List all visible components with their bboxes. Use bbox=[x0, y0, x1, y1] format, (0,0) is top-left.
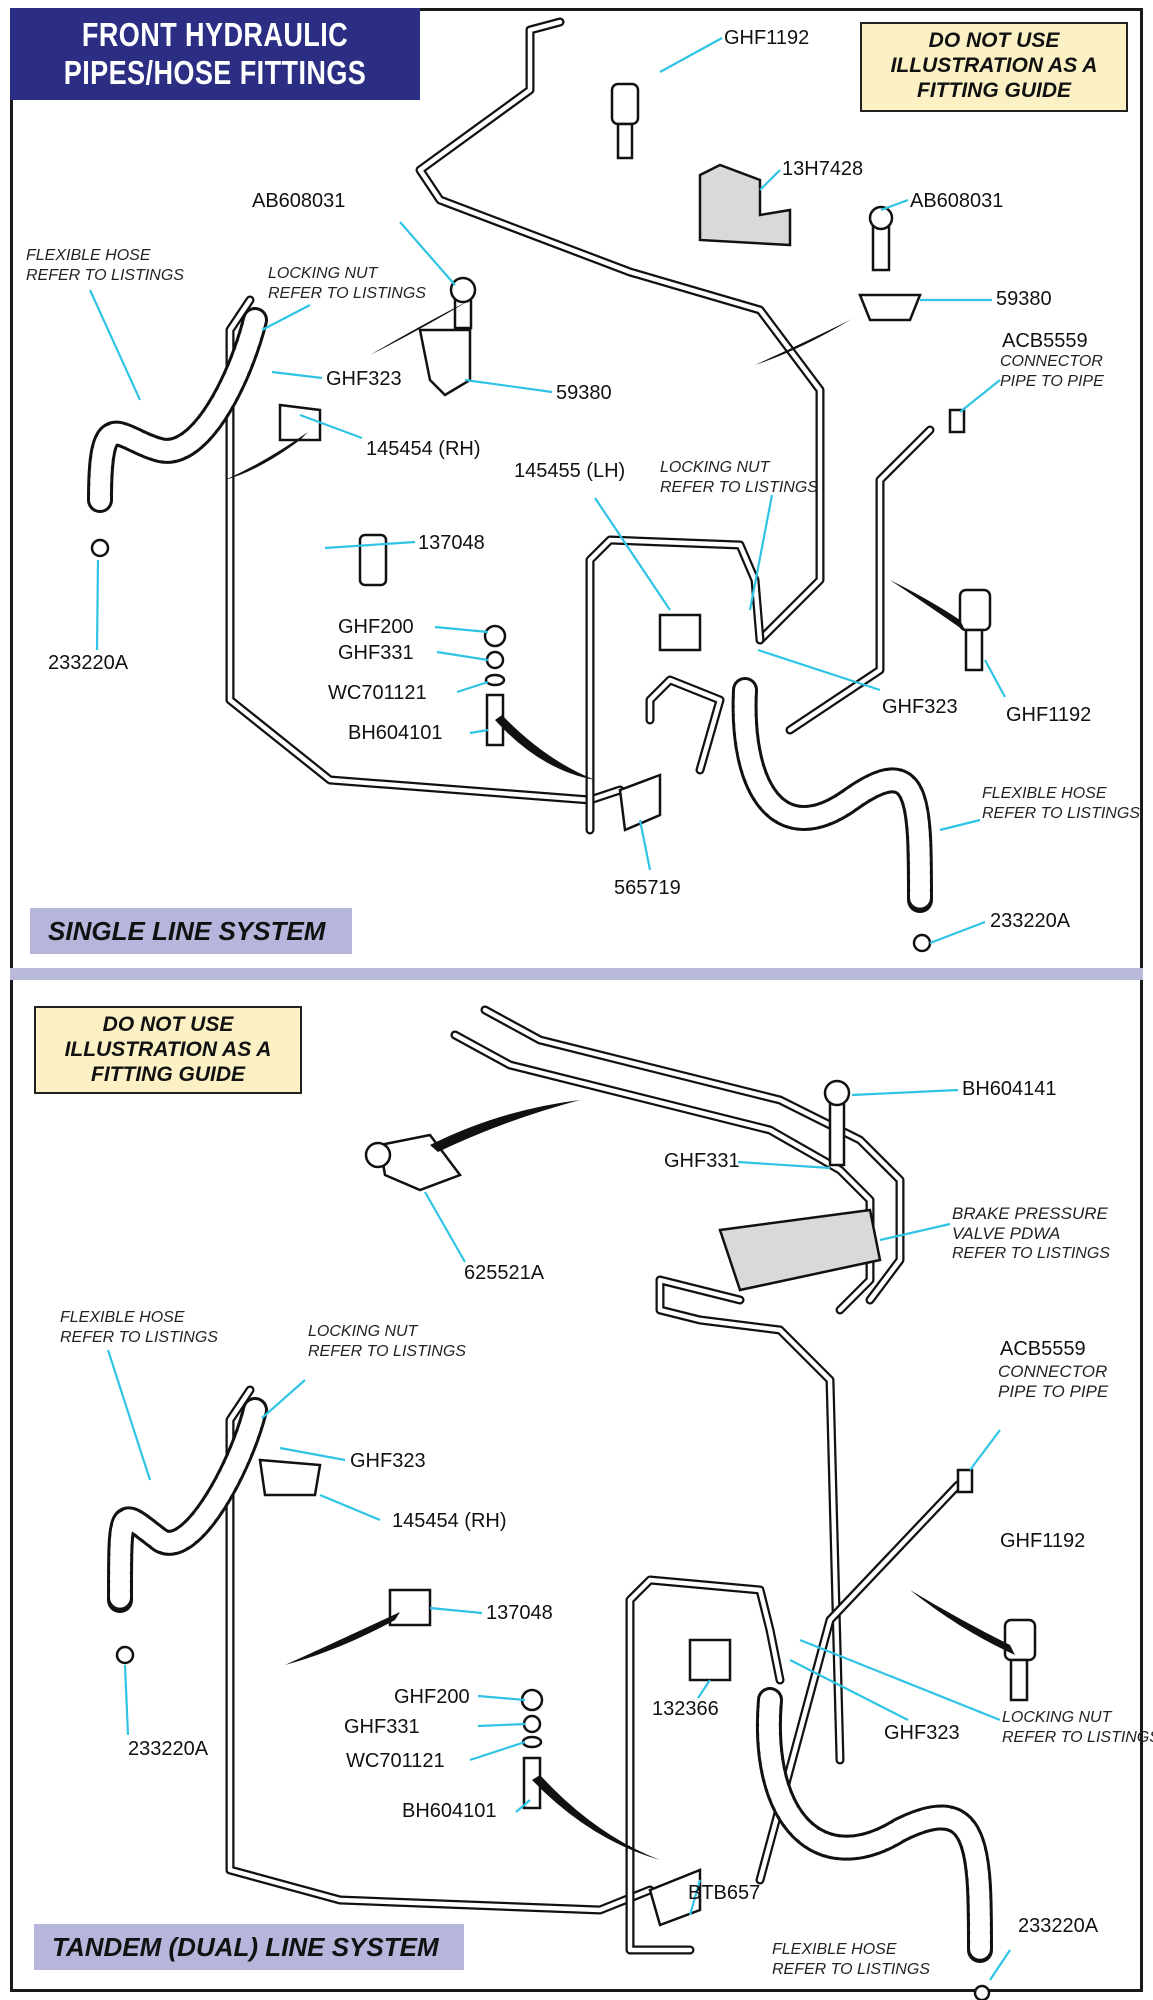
part-label-145455: 145455 (LH) bbox=[514, 460, 626, 482]
part-label-145454-tandem: 145454 (RH) bbox=[392, 1510, 507, 1532]
warning-line-1: DO NOT USE bbox=[102, 1013, 234, 1036]
note-line: LOCKING NUT bbox=[308, 1323, 418, 1340]
part-label-565719: 565719 bbox=[614, 877, 681, 899]
page-title-line-1: FRONT HYDRAULIC bbox=[81, 16, 349, 53]
note-locking-nut-right-tandem: LOCKING NUT REFER TO LISTINGS bbox=[1002, 1708, 1153, 1748]
part-label-ab608031-left: AB608031 bbox=[252, 190, 346, 212]
note-line: REFER TO LISTINGS bbox=[952, 1245, 1110, 1262]
part-label-ghf200-single: GHF200 bbox=[338, 616, 414, 638]
note-locking-nut-right-single: LOCKING NUT REFER TO LISTINGS bbox=[660, 458, 818, 498]
part-label-233220a-right-tandem: 233220A bbox=[1018, 1915, 1099, 1937]
note-line: FLEXIBLE HOSE bbox=[26, 247, 151, 264]
part-label-acb5559: ACB5559 bbox=[1002, 330, 1088, 352]
page-title-line-2: PIPES/HOSE FITTINGS bbox=[63, 54, 367, 91]
tandem-line-hoses bbox=[107, 1397, 993, 1963]
part-label-233220a-left-single: 233220A bbox=[48, 652, 129, 674]
note-line: VALVE PDWA bbox=[952, 1224, 1061, 1243]
note-connector-single: CONNECTOR PIPE TO PIPE bbox=[1000, 352, 1104, 392]
warning-line-3: FITTING GUIDE bbox=[917, 79, 1071, 102]
part-label-13h7428: 13H7428 bbox=[782, 158, 864, 180]
part-label-59380-left: 59380 bbox=[556, 382, 612, 404]
note-flex-hose-right-single: FLEXIBLE HOSE REFER TO LISTINGS bbox=[982, 784, 1140, 824]
tandem-line-system-label: TANDEM (DUAL) LINE SYSTEM bbox=[34, 1924, 464, 1970]
part-label-acb5559-tandem: ACB5559 bbox=[1000, 1338, 1086, 1360]
part-label-59380-right: 59380 bbox=[996, 288, 1052, 310]
leader-lines bbox=[88, 37, 1011, 1981]
part-label-233220a-left-tandem: 233220A bbox=[128, 1738, 209, 1760]
warning-line-3: FITTING GUIDE bbox=[91, 1063, 245, 1086]
part-label-132366: 132366 bbox=[652, 1698, 719, 1720]
single-line-parts bbox=[90, 82, 992, 953]
part-label-btb657: BTB657 bbox=[688, 1882, 761, 1904]
part-label-145454: 145454 (RH) bbox=[366, 438, 481, 460]
note-connector-tandem: CONNECTOR PIPE TO PIPE bbox=[998, 1362, 1108, 1402]
single-line-pipes bbox=[225, 17, 935, 835]
note-line: REFER TO LISTINGS bbox=[772, 1961, 930, 1978]
note-line: REFER TO LISTINGS bbox=[1002, 1729, 1153, 1746]
part-label-wc701121-tandem: WC701121 bbox=[346, 1750, 445, 1772]
part-label-ghf323-left: GHF323 bbox=[326, 368, 402, 390]
note-line: FLEXIBLE HOSE bbox=[982, 785, 1107, 802]
note-brake-pressure-valve: BRAKE PRESSURE VALVE PDWA REFER TO LISTI… bbox=[952, 1204, 1110, 1264]
note-locking-nut-left-single: LOCKING NUT REFER TO LISTINGS bbox=[268, 264, 426, 304]
note-line: LOCKING NUT bbox=[1002, 1709, 1112, 1726]
part-label-ghf331-single: GHF331 bbox=[338, 642, 414, 664]
note-flex-hose-left-single: FLEXIBLE HOSE REFER TO LISTINGS bbox=[26, 246, 184, 286]
tandem-line-pipes bbox=[225, 1005, 963, 1955]
part-label-625521a: 625521A bbox=[464, 1262, 545, 1284]
warning-box-top: DO NOT USE ILLUSTRATION AS A FITTING GUI… bbox=[860, 22, 1128, 112]
part-label-ghf1192-tandem: GHF1192 bbox=[1000, 1530, 1086, 1552]
tandem-line-parts bbox=[115, 1079, 1037, 2000]
part-label-ghf331-tandem: GHF331 bbox=[344, 1716, 420, 1738]
note-line: REFER TO LISTINGS bbox=[660, 479, 818, 496]
part-label-ghf323-left-tandem: GHF323 bbox=[350, 1450, 426, 1472]
note-line: CONNECTOR bbox=[998, 1362, 1108, 1381]
note-line: REFER TO LISTINGS bbox=[26, 267, 184, 284]
note-line: CONNECTOR bbox=[1000, 353, 1103, 370]
part-label-ghf1192-right: GHF1192 bbox=[1006, 704, 1092, 726]
diagram-frame bbox=[10, 8, 1143, 1992]
part-label-bh604141: BH604141 bbox=[962, 1078, 1057, 1100]
part-label-137048-single: 137048 bbox=[418, 532, 485, 554]
part-label-ghf1192-top: GHF1192 bbox=[724, 27, 810, 49]
note-line: REFER TO LISTINGS bbox=[982, 805, 1140, 822]
single-line-hoses bbox=[87, 307, 933, 913]
note-line: PIPE TO PIPE bbox=[1000, 373, 1104, 390]
note-line: FLEXIBLE HOSE bbox=[60, 1309, 185, 1326]
part-label-bh604101-single: BH604101 bbox=[348, 722, 443, 744]
part-label-ghf200-tandem: GHF200 bbox=[394, 1686, 470, 1708]
part-label-ghf323-right: GHF323 bbox=[882, 696, 958, 718]
title-box: FRONT HYDRAULIC PIPES/HOSE FITTINGS bbox=[10, 8, 420, 100]
note-line: FLEXIBLE HOSE bbox=[772, 1941, 897, 1958]
note-line: LOCKING NUT bbox=[268, 265, 378, 282]
warning-line-1: DO NOT USE bbox=[928, 29, 1060, 52]
section-divider bbox=[10, 968, 1143, 980]
part-label-wc701121-single: WC701121 bbox=[328, 682, 427, 704]
note-line: PIPE TO PIPE bbox=[998, 1382, 1109, 1401]
warning-line-2: ILLUSTRATION AS A bbox=[64, 1038, 272, 1061]
part-label-ab608031-right: AB608031 bbox=[910, 190, 1004, 212]
part-label-ghf331-top-tandem: GHF331 bbox=[664, 1150, 740, 1172]
note-line: BRAKE PRESSURE bbox=[952, 1204, 1108, 1223]
part-label-137048-tandem: 137048 bbox=[486, 1602, 553, 1624]
warning-box-bottom: DO NOT USE ILLUSTRATION AS A FITTING GUI… bbox=[34, 1006, 302, 1094]
note-flex-hose-left-tandem: FLEXIBLE HOSE REFER TO LISTINGS bbox=[60, 1308, 218, 1348]
note-flex-hose-bottom-tandem: FLEXIBLE HOSE REFER TO LISTINGS bbox=[772, 1940, 930, 1980]
note-line: REFER TO LISTINGS bbox=[308, 1343, 466, 1360]
warning-line-2: ILLUSTRATION AS A bbox=[890, 54, 1098, 77]
note-line: LOCKING NUT bbox=[660, 459, 770, 476]
note-line: REFER TO LISTINGS bbox=[60, 1329, 218, 1346]
part-label-ghf323-right-tandem: GHF323 bbox=[884, 1722, 960, 1744]
part-label-233220a-right-single: 233220A bbox=[990, 910, 1071, 932]
part-label-bh604101-tandem: BH604101 bbox=[402, 1800, 497, 1822]
single-line-system-label: SINGLE LINE SYSTEM bbox=[30, 908, 352, 954]
note-line: REFER TO LISTINGS bbox=[268, 285, 426, 302]
note-locking-nut-left-tandem: LOCKING NUT REFER TO LISTINGS bbox=[308, 1322, 466, 1362]
